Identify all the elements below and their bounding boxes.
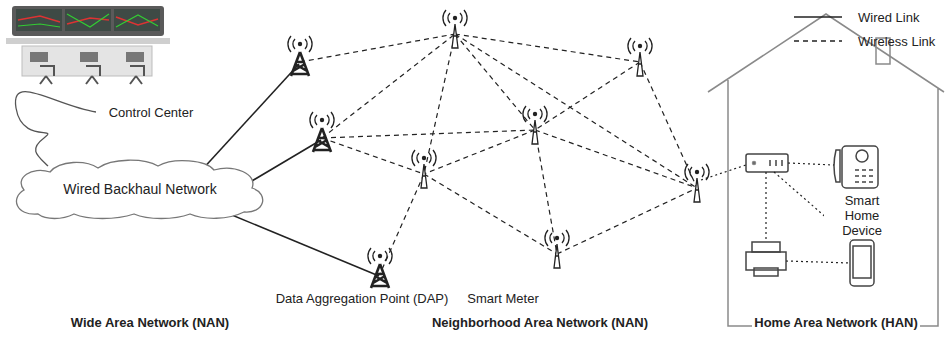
wireless-link	[535, 130, 557, 254]
signal-arcs	[628, 38, 652, 54]
signal-arcs	[443, 10, 467, 26]
smart-meter	[545, 230, 569, 268]
antenna-dot	[533, 112, 537, 116]
tower-lattice	[291, 52, 309, 76]
legend-row: Wireless Link	[792, 33, 935, 49]
dap-tower	[288, 36, 312, 76]
component-label: Data Aggregation Point (DAP)	[274, 292, 451, 307]
smart-meter	[412, 150, 436, 188]
antenna-dot	[320, 118, 324, 122]
smart-meter	[685, 164, 709, 202]
network-tier-label: Wide Area Network (NAN)	[69, 316, 231, 331]
meter-mast	[637, 52, 643, 76]
wireless-link	[424, 174, 557, 254]
home-illustration	[708, 14, 944, 326]
dap-tower	[368, 248, 392, 288]
legend-text: Wired Link	[858, 10, 919, 25]
signal-arcs	[412, 150, 436, 166]
antenna-dot	[555, 236, 559, 240]
wireless-link	[535, 62, 640, 130]
meter-mast	[532, 120, 538, 144]
meter-mast	[421, 164, 427, 188]
signal-arcs	[545, 230, 569, 246]
wireless-link	[535, 130, 697, 188]
node-text: Control Center	[109, 105, 194, 120]
signal-arcs	[368, 248, 392, 264]
antenna-dot	[422, 156, 426, 160]
component-label: Smart Home Device	[824, 194, 900, 239]
meter-mast	[554, 244, 560, 268]
meter-mast	[694, 178, 700, 202]
dap-towers	[288, 36, 392, 288]
control-center-illustration	[6, 6, 170, 84]
signal-arcs	[685, 164, 709, 180]
smart-meter	[443, 10, 467, 48]
legend-text: Wireless Link	[858, 34, 935, 49]
illustration-caption-node: Control Center	[96, 102, 206, 122]
antenna-dot	[638, 44, 642, 48]
wireless-link	[424, 34, 455, 174]
cloud-node: Wired Backhaul Network	[8, 158, 272, 220]
wireless-link	[640, 62, 697, 188]
antenna-dot	[298, 42, 302, 46]
wireless-link	[557, 188, 697, 254]
signal-arcs	[310, 112, 334, 128]
cloud-shape	[16, 160, 262, 218]
wireless-link	[322, 130, 535, 138]
smart-meter	[523, 106, 547, 144]
node-text: Wired Backhaul Network	[63, 181, 216, 197]
wireless-link	[455, 34, 697, 188]
meter-mast	[452, 24, 458, 48]
antenna-dot	[378, 254, 382, 258]
wireless-links	[300, 34, 697, 274]
antenna-dot	[453, 16, 457, 20]
legend-line	[794, 16, 842, 18]
wireless-link	[322, 138, 424, 174]
legend-sample	[792, 33, 844, 49]
wireless-link	[455, 34, 640, 62]
wireless-link	[424, 130, 535, 174]
legend-line	[794, 40, 842, 42]
legend-row: Wired Link	[792, 9, 919, 25]
legend-sample	[792, 9, 844, 25]
network-tier-label: Neighborhood Area Network (NAN)	[430, 316, 650, 331]
wired-connector	[15, 92, 96, 166]
wireless-link	[300, 34, 455, 62]
signal-arcs	[523, 106, 547, 122]
smart-meter	[628, 38, 652, 76]
antenna-dot	[695, 170, 699, 174]
smart-meters	[412, 10, 709, 268]
component-label: Smart Meter	[465, 292, 541, 307]
tower-lattice	[371, 264, 389, 288]
network-tier-label: Home Area Network (HAN)	[752, 316, 920, 331]
signal-arcs	[288, 36, 312, 52]
tower-lattice	[313, 128, 331, 152]
dap-tower	[310, 112, 334, 152]
